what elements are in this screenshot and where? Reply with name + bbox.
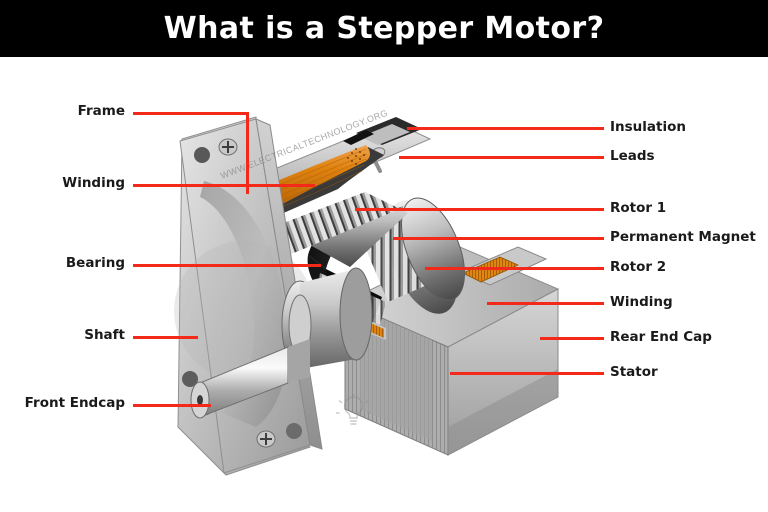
label-permanent-magnet: Permanent Magnet (610, 229, 756, 245)
label-shaft: Shaft (84, 327, 125, 343)
leader-permanent-magnet (393, 237, 604, 240)
lightbulb-icon (336, 394, 371, 425)
label-frame: Frame (77, 103, 125, 119)
leader-shaft (133, 336, 198, 339)
label-rotor-1: Rotor 1 (610, 200, 667, 216)
label-front-endcap: Front Endcap (24, 395, 125, 411)
bearing-and-shaft (190, 267, 373, 419)
leader-rotor-2 (425, 267, 604, 270)
flange-hole-bottom (286, 423, 302, 439)
motor-illustration: WWW.ELECTRICALTECHNOLOGY.ORG (174, 108, 560, 476)
label-winding-rear: Winding (610, 294, 673, 310)
leader-winding-front (133, 184, 315, 187)
flange-screw-top (218, 138, 238, 156)
leader-rear-end-cap (540, 337, 604, 340)
leader-stator (450, 372, 604, 375)
leader-winding-rear (487, 302, 604, 305)
leader-leads (399, 156, 604, 159)
leader-bearing (133, 264, 321, 267)
leader-insulation (407, 127, 604, 130)
insulation-dots (347, 148, 365, 165)
page-header: What is a Stepper Motor? (0, 0, 768, 57)
label-rotor-2: Rotor 2 (610, 259, 667, 275)
page-title: What is a Stepper Motor? (163, 11, 605, 46)
label-winding-front: Winding (62, 175, 125, 191)
stepper-motor-cutaway-image: WWW.ELECTRICALTECHNOLOGY.ORG (160, 97, 580, 497)
flange-screw-bottom (256, 430, 276, 448)
shaft-bore (197, 395, 203, 405)
label-rear-end-cap: Rear End Cap (610, 329, 712, 345)
flange-hole-top (194, 147, 210, 163)
leader-frame-h (133, 112, 249, 115)
label-insulation: Insulation (610, 119, 686, 135)
label-leads: Leads (610, 148, 655, 164)
label-stator: Stator (610, 364, 658, 380)
label-bearing: Bearing (65, 255, 125, 271)
front-winding-coil (246, 145, 384, 223)
leader-rotor-1 (355, 208, 604, 211)
flange-hole-left (182, 371, 198, 387)
leader-frame-v (246, 112, 249, 194)
diagram-stage: WWW.ELECTRICALTECHNOLOGY.ORG Frame Windi… (0, 57, 768, 512)
leader-front-endcap (133, 404, 211, 407)
